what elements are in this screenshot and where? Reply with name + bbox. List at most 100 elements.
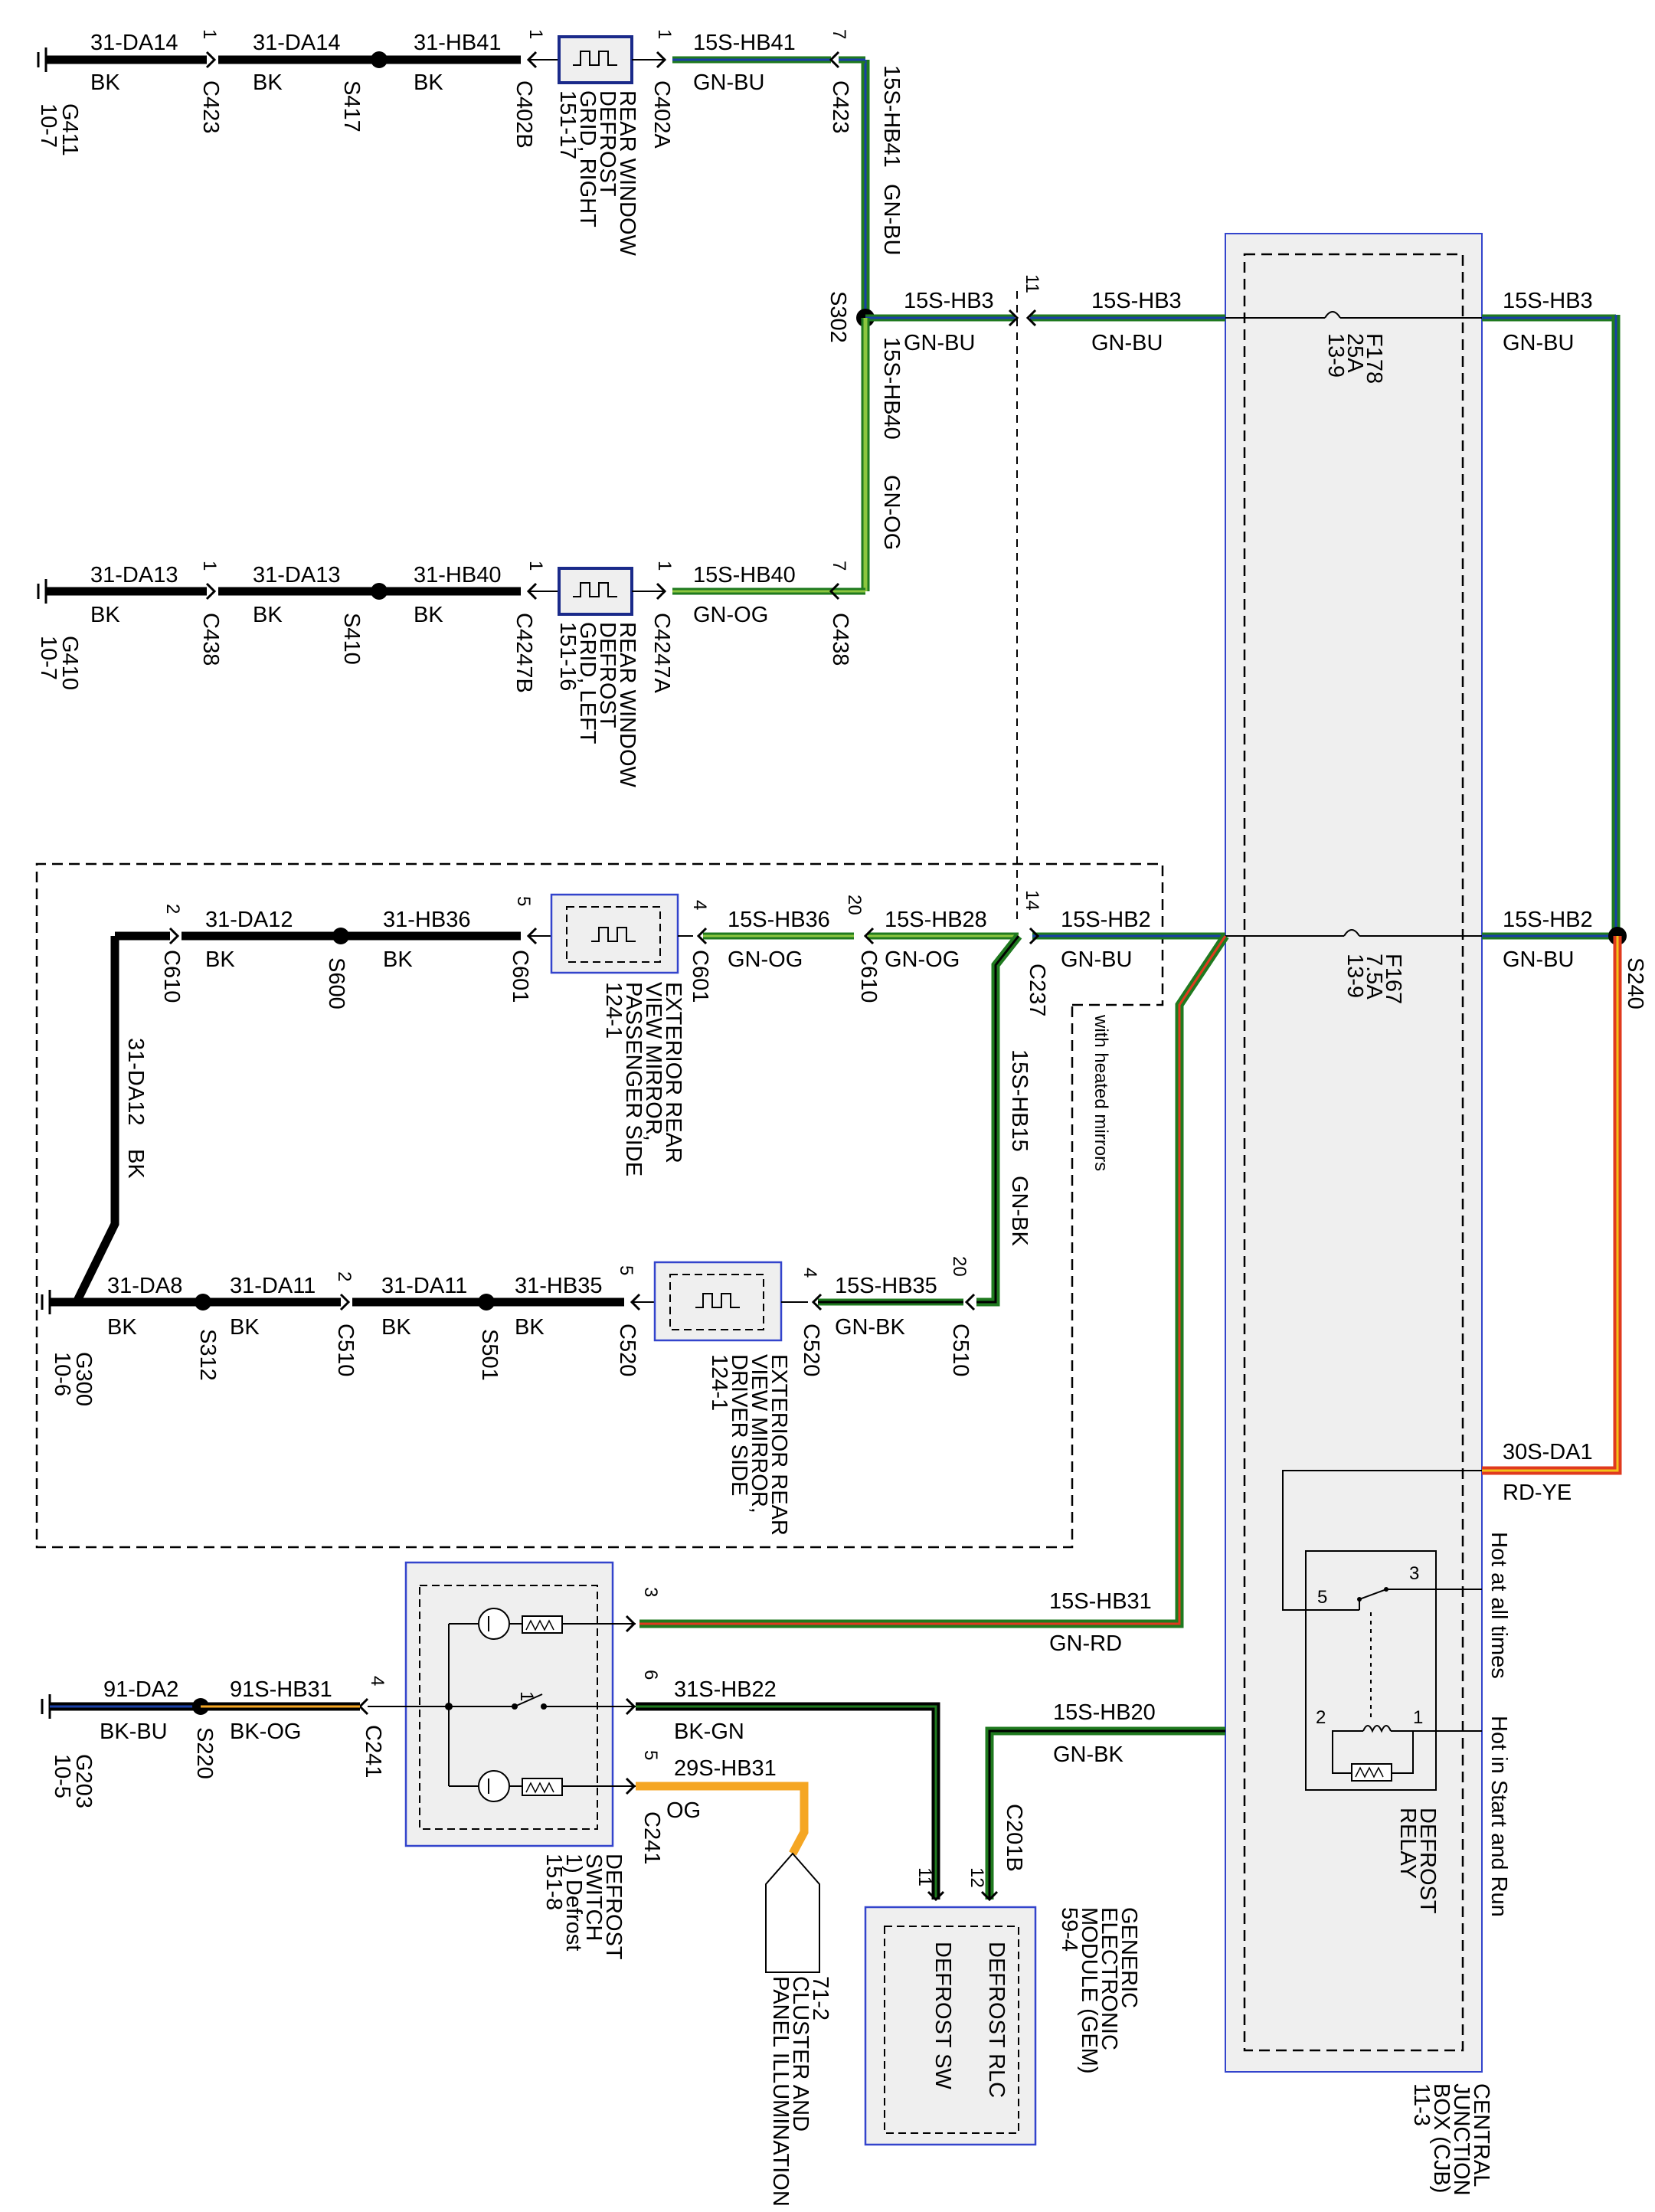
wire-color-label: BK — [414, 70, 443, 95]
component-label: 1) Defrost — [561, 1854, 586, 1951]
wire-color-label: GN-BU — [693, 70, 764, 95]
pin-number: 1 — [525, 29, 546, 39]
wire-color-label: BK — [253, 70, 283, 95]
component-label: BOX (CJB) — [1429, 2083, 1454, 2193]
splice-label: S240 — [1623, 957, 1647, 1009]
pin-number: 4 — [800, 1268, 820, 1278]
ground-label: G300 — [71, 1352, 96, 1406]
heated-mirrors-region — [35, 862, 1164, 1549]
splice-label: S501 — [477, 1329, 502, 1381]
connector-label: C601 — [688, 950, 712, 1003]
option-note: with heated mirrors — [1091, 1014, 1111, 1171]
splice-label: S312 — [195, 1329, 220, 1381]
wire-label: 15S-HB2 — [1061, 908, 1151, 932]
wire-color-label: BK — [205, 947, 235, 972]
ground-ref: 10-6 — [50, 1352, 74, 1396]
wire-label: 31-DA14 — [253, 31, 340, 55]
pin-number: 5 — [1317, 1587, 1327, 1608]
connector-label: C601 — [508, 950, 532, 1003]
wire-color-label: BK — [253, 603, 283, 627]
wire-label: 15S-HB3 — [1091, 289, 1182, 313]
pin-number: 14 — [1022, 890, 1042, 911]
wire-label: 91-DA2 — [103, 1677, 178, 1702]
wire-color-label: BK-BU — [100, 1720, 168, 1744]
defrost-relay — [1305, 1550, 1482, 1791]
wire-color-label: GN-OG — [879, 475, 904, 550]
fuse-label: 13-9 — [1343, 954, 1367, 998]
pin-number: 12 — [967, 1867, 987, 1888]
wire-color-label: GN-OG — [693, 603, 768, 627]
component-label: VIEW MIRROR, — [747, 1354, 771, 1513]
wire-label: 15S-HB40 — [879, 337, 904, 440]
wire-label: 31S-HB22 — [674, 1677, 777, 1702]
pin-number: 20 — [844, 895, 865, 915]
pin-number: 5 — [513, 896, 534, 906]
wire-color-label: GN-BU — [1061, 947, 1132, 972]
wire-color-label: BK — [383, 947, 413, 972]
wire-label: 15S-HB41 — [879, 65, 904, 168]
component-label: 124-1 — [707, 1354, 731, 1411]
wire-color-label: GN-BK — [835, 1315, 906, 1340]
wire-color-label: BK — [414, 603, 443, 627]
ground-ref: 10-7 — [36, 103, 61, 148]
wire-color-label: GN-BU — [879, 184, 904, 255]
ground-ref: 10-7 — [36, 636, 61, 680]
connector-label: C237 — [1025, 964, 1049, 1016]
component-label: DEFROST — [595, 622, 620, 728]
power-note: Hot at all times — [1487, 1532, 1511, 1679]
connector-label: C4247A — [649, 613, 674, 693]
wire-color-label: OG — [666, 1798, 701, 1823]
pin-number: 6 — [640, 1670, 661, 1680]
wire-label: 15S-HB2 — [1503, 908, 1593, 932]
wire-label: 31-DA12 — [123, 1038, 148, 1125]
hb2-to-switch — [639, 933, 1229, 1628]
wire-color-label: BK — [230, 1315, 260, 1340]
wire-label: 91S-HB31 — [230, 1677, 332, 1702]
component-label: ELECTRONIC — [1097, 1907, 1121, 2050]
ground-label: G203 — [71, 1754, 96, 1808]
component-label: EXTERIOR REAR — [661, 982, 685, 1163]
splice-label: S600 — [324, 957, 348, 1009]
component-label: JUNCTION — [1449, 2083, 1473, 2196]
connector-label: C402B — [512, 80, 536, 149]
splice-label: S220 — [192, 1727, 217, 1779]
splice-label: S417 — [339, 80, 364, 133]
wire-label: 15S-HB41 — [693, 31, 796, 55]
pin-number: 2 — [162, 904, 183, 914]
wire-label: 31-HB35 — [515, 1274, 602, 1298]
wire-color-label: GN-OG — [885, 947, 960, 972]
component-label: EXTERIOR REAR — [767, 1354, 791, 1536]
wire-label: 15S-HB35 — [835, 1274, 937, 1298]
rdye-feed — [1282, 936, 1622, 1611]
ground-label: G410 — [57, 636, 82, 690]
component-label: CLUSTER AND — [788, 1976, 813, 2132]
connector-label: C423 — [198, 80, 223, 133]
pin-number: 4 — [367, 1676, 388, 1686]
connector-label: C402A — [649, 80, 674, 149]
component-label: REAR WINDOW — [615, 622, 639, 788]
wire-color-label: RD-YE — [1503, 1481, 1572, 1505]
component-label: DEFROST — [595, 90, 620, 197]
fuse-label: 7.5A — [1362, 954, 1386, 1000]
pin-number: 1 — [199, 29, 220, 39]
component-label: DRIVER SIDE — [727, 1354, 751, 1496]
wire-label: 15S-HB3 — [1503, 289, 1593, 313]
wire-label: 31-HB40 — [414, 563, 501, 587]
left-grid-circuit — [37, 318, 870, 616]
wire-color-label: GN-BU — [1503, 947, 1574, 972]
connector-label: C520 — [799, 1324, 823, 1376]
pin-number: 1 — [525, 561, 546, 571]
component-label: PASSENGER SIDE — [621, 982, 646, 1176]
driver-mirror-circuit — [41, 1261, 976, 1342]
connector-label: C438 — [828, 613, 852, 666]
connector-label: C438 — [198, 613, 223, 666]
wire-label: 31-DA12 — [205, 908, 293, 932]
wire-color-label: BK — [515, 1315, 545, 1340]
pin-number: 5 — [616, 1265, 636, 1275]
fuse-label: F178 — [1362, 333, 1386, 384]
component-label: GRID, LEFT — [575, 622, 600, 744]
pin-number: 3 — [640, 1587, 661, 1597]
fuse-label: 13-9 — [1323, 333, 1348, 378]
wire-color-label: BK — [107, 1315, 137, 1340]
